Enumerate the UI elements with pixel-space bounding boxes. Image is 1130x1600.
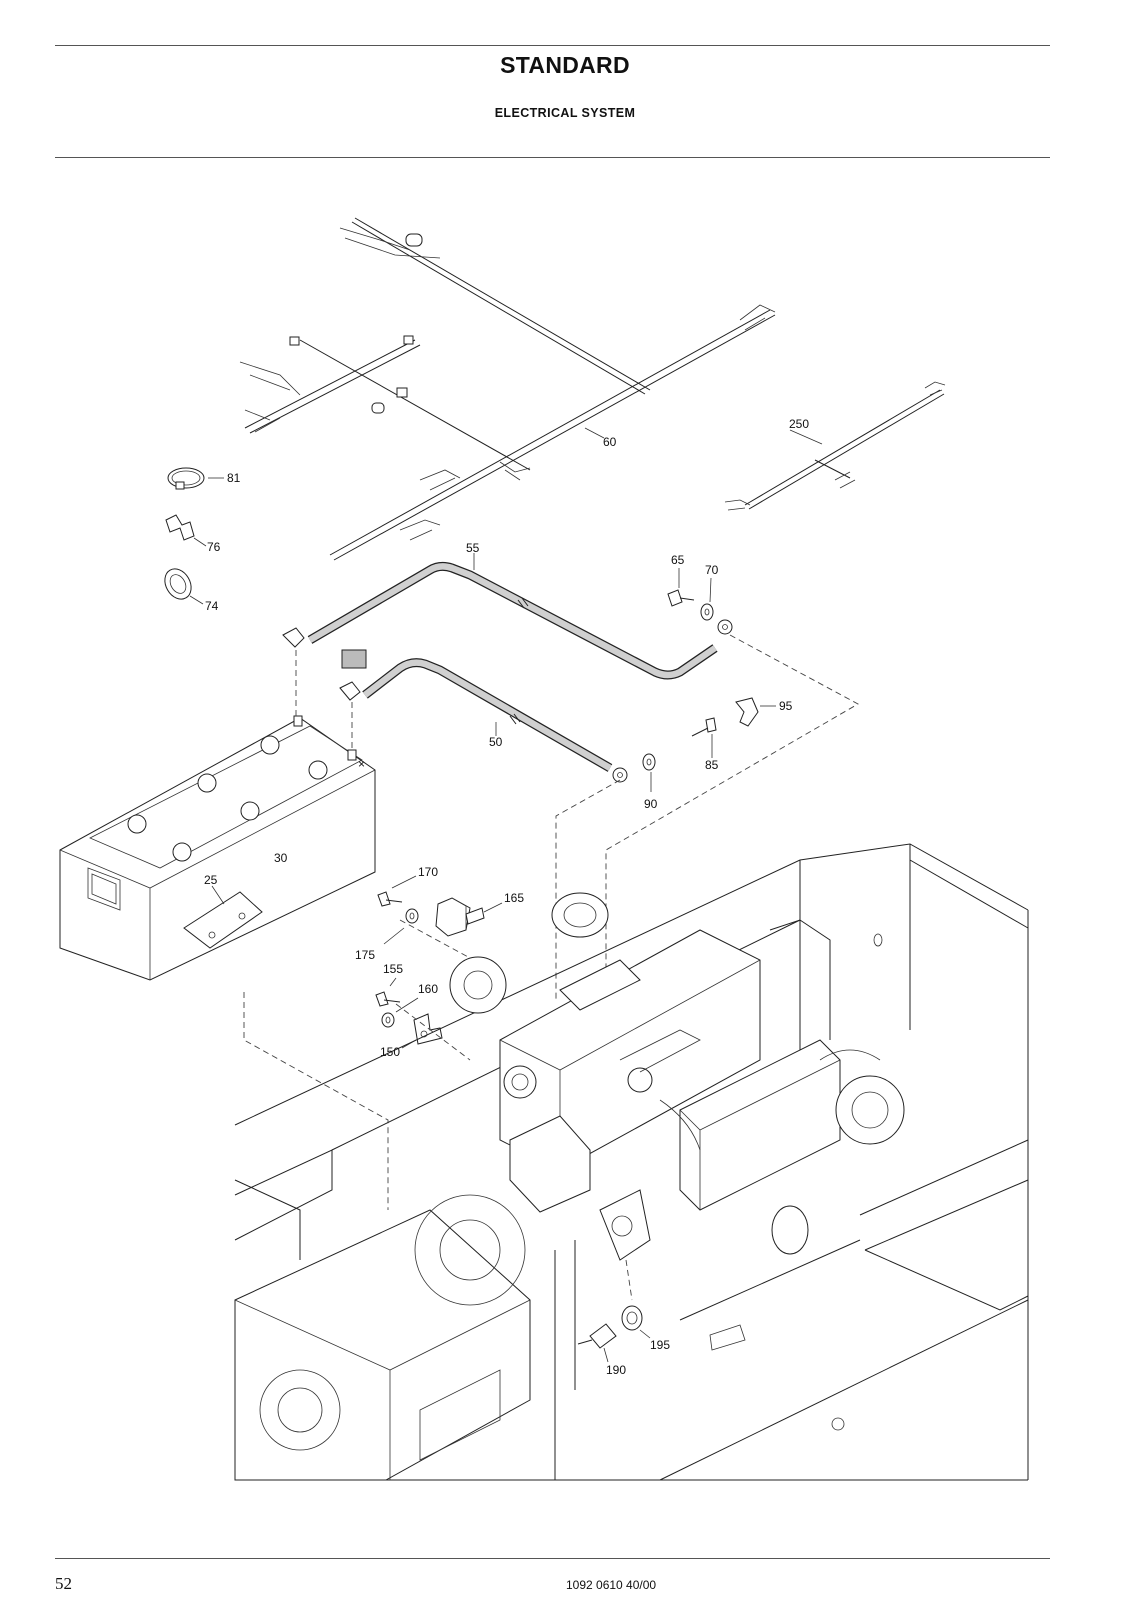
callout-55: 55 xyxy=(466,541,480,555)
battery-cap-icon xyxy=(127,814,147,834)
callout-170: 170 xyxy=(418,865,438,879)
hose-clamp-81 xyxy=(167,467,224,490)
battery-terminal-icon xyxy=(293,715,303,727)
callout-190: 190 xyxy=(606,1363,626,1377)
callout-150: 150 xyxy=(380,1045,400,1059)
callout-labels: 81 76 74 60 250 55 65 70 95 50 85 90 30 … xyxy=(204,417,809,1377)
connector-icon xyxy=(289,336,300,346)
callout-165: 165 xyxy=(504,891,524,905)
connector-icon xyxy=(371,402,385,414)
battery-cap-icon xyxy=(172,842,192,862)
bolt-170 xyxy=(377,875,417,907)
section-subtitle: ELECTRICAL SYSTEM xyxy=(494,106,636,120)
svg-text:×: × xyxy=(358,757,365,771)
callout-155: 155 xyxy=(383,962,403,976)
callout-50: 50 xyxy=(489,735,503,749)
battery-cap-icon xyxy=(197,773,217,793)
assembly-guide-lines xyxy=(243,634,859,1301)
callout-160: 160 xyxy=(418,982,438,996)
bolt-65 xyxy=(667,568,695,607)
footer-rule xyxy=(55,1558,1050,1559)
engine xyxy=(449,892,905,1261)
washer-160 xyxy=(381,997,419,1028)
washer-90 xyxy=(642,753,656,792)
page-title: STANDARD xyxy=(500,52,630,78)
callout-60: 60 xyxy=(603,435,617,449)
callout-65: 65 xyxy=(671,553,685,567)
battery-cap-icon xyxy=(260,735,280,755)
header-top-rule xyxy=(55,45,1050,46)
connector-95 xyxy=(735,697,776,727)
battery-terminal-icon xyxy=(347,749,357,761)
header-bottom-rule xyxy=(55,157,1050,158)
turbocharger-icon xyxy=(449,956,507,1014)
battery-cable-50 xyxy=(339,649,628,783)
battery-cable-55 xyxy=(282,553,733,680)
callout-25: 25 xyxy=(204,873,218,887)
relay-165 xyxy=(435,897,503,937)
washer-70 xyxy=(700,577,714,621)
callout-250: 250 xyxy=(789,417,809,431)
machine-frame xyxy=(234,843,1029,1481)
battery-bracket-25 xyxy=(183,885,263,949)
callout-85: 85 xyxy=(705,758,719,772)
bolt-155 xyxy=(375,977,401,1007)
intake-pipe-icon xyxy=(551,892,609,938)
battery-cap-icon xyxy=(308,760,328,780)
battery-cap-icon xyxy=(240,801,260,821)
callout-74: 74 xyxy=(205,599,219,613)
bracket-150 xyxy=(401,1013,443,1049)
connector-icon xyxy=(403,335,414,345)
callout-90: 90 xyxy=(644,797,658,811)
page-number: 52 xyxy=(55,1574,72,1593)
connector-icon xyxy=(396,387,408,398)
callout-70: 70 xyxy=(705,563,719,577)
callout-175: 175 xyxy=(355,948,375,962)
callout-81: 81 xyxy=(227,471,241,485)
callout-30: 30 xyxy=(274,851,288,865)
fan-pulley-icon xyxy=(835,1075,905,1145)
callout-76: 76 xyxy=(207,540,221,554)
callout-95: 95 xyxy=(779,699,793,713)
callout-195: 195 xyxy=(650,1338,670,1352)
wiring-harness-250 xyxy=(724,381,946,511)
oil-filter-icon xyxy=(771,1205,809,1255)
cable-clip-76 xyxy=(165,514,207,547)
wiring-harness-60 xyxy=(239,217,776,561)
connector-icon xyxy=(405,233,423,247)
socket-195 xyxy=(621,1305,651,1339)
bolt-85 xyxy=(691,717,717,758)
washer-175 xyxy=(383,908,419,945)
generator-housing xyxy=(234,1194,531,1481)
battery: × xyxy=(59,715,376,981)
grommet-74 xyxy=(164,568,204,605)
plug-190 xyxy=(577,1323,617,1363)
document-code: 1092 0610 40/00 xyxy=(566,1578,657,1592)
